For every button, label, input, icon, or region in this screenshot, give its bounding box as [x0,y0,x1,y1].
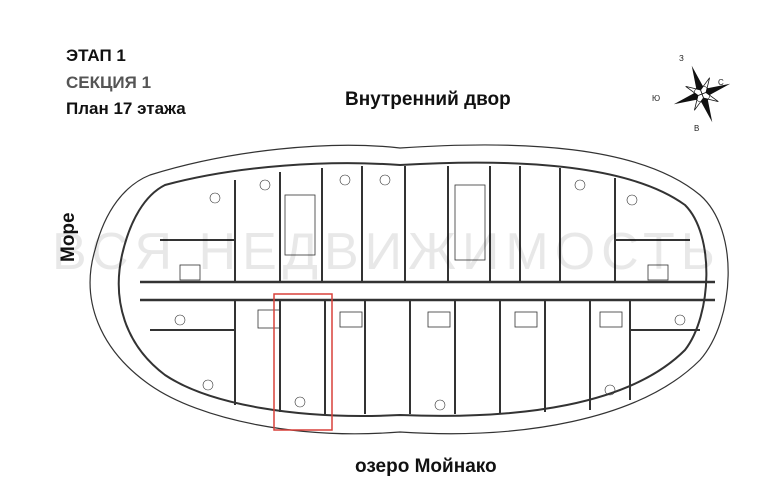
section-label: СЕКЦИЯ 1 [66,73,152,92]
watermark: ВСЯ НЕДВИЖИМОСТЬ [52,223,721,281]
compass-rose-icon: З С В Ю [652,52,740,136]
compass-north: З [679,54,684,63]
compass-south: В [694,124,700,133]
courtyard-label: Внутренний двор [345,89,511,110]
building-outline [89,144,729,435]
lake-label: озеро Мойнако [355,456,497,477]
stage-label: ЭТАП 1 [66,46,126,65]
plan-title: План 17 этажа [66,99,186,118]
highlighted-apartment [273,293,333,431]
compass-east: С [718,78,724,87]
compass-west: Ю [652,94,661,103]
